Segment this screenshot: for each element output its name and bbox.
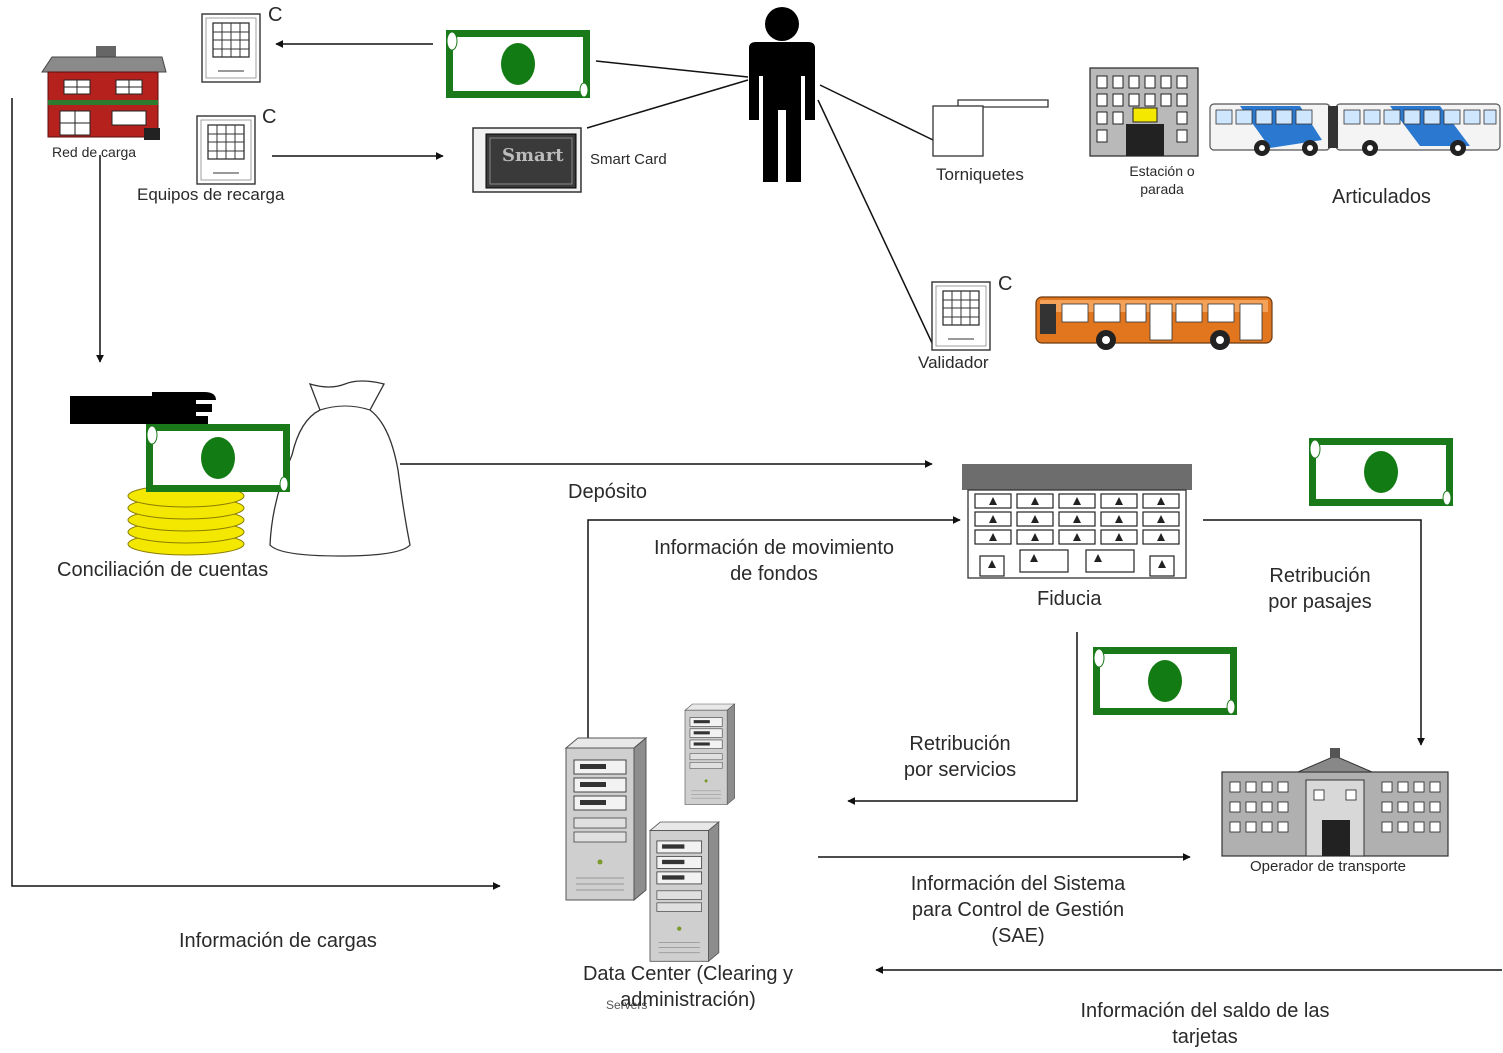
arrow-retribucion-pasajes — [1203, 519, 1425, 746]
line-money-to-user — [595, 60, 749, 78]
line-card-to-user — [586, 79, 749, 129]
recharge-terminal-top-icon — [201, 13, 261, 83]
reconciliation-icon — [70, 380, 411, 557]
label-fiducia: Fiducia — [1037, 588, 1102, 610]
line-user-to-turnstile — [819, 84, 934, 141]
label-info-saldo: Información del saldo de las tarjetas — [1080, 1000, 1330, 1048]
label-info-cargas: Información de cargas — [179, 930, 377, 952]
money-bag-icon — [269, 380, 411, 557]
label-deposito: Depósito — [568, 481, 647, 503]
feeder-bus-icon — [1035, 296, 1273, 350]
label-retribucion-servicios: Retribución por servicios — [903, 733, 1017, 781]
label-terminal-c-validator: C — [998, 273, 1013, 295]
money-bill-servicios-icon — [1092, 646, 1238, 716]
arrow-info-movimiento — [587, 516, 961, 738]
label-terminal-c-bottom: C — [262, 106, 277, 128]
articulated-bus-icon — [1209, 103, 1501, 156]
label-red-de-carga: Red de carga — [52, 144, 137, 160]
server-tower-front-icon — [649, 821, 720, 962]
validator-terminal-icon — [931, 281, 991, 351]
recharge-store-icon — [41, 46, 167, 140]
label-operador: Operador de transporte — [1250, 858, 1406, 875]
turnstile-icon — [932, 99, 1049, 157]
money-bill-pasajes-icon — [1308, 437, 1454, 507]
server-tower-back-icon — [684, 703, 735, 805]
label-terminal-c-top: C — [268, 4, 283, 26]
label-info-sistema: Información del Sistema para Control de … — [910, 873, 1126, 947]
server-tower-left-icon — [565, 737, 647, 901]
money-bill-user-icon — [445, 29, 591, 99]
flow-arrows — [11, 40, 1502, 974]
smart-card-icon — [472, 127, 582, 193]
user-person-icon — [749, 7, 815, 182]
label-estacion: Estación o parada — [1129, 163, 1195, 198]
label-retribucion-pasajes: Retribución por pasajes — [1268, 565, 1372, 613]
label-torniquetes: Torniquetes — [936, 165, 1024, 184]
transport-operator-building-icon — [1221, 748, 1449, 857]
line-user-to-validator — [817, 99, 934, 346]
label-data-center: Data Center (Clearing y administración) — [582, 963, 794, 1011]
label-conciliacion: Conciliación de cuentas — [57, 559, 269, 581]
label-articulados: Articulados — [1332, 186, 1431, 208]
station-building-icon — [1089, 67, 1199, 157]
arrow-retribucion-servicios — [847, 632, 1078, 805]
recharge-terminal-bottom-icon — [196, 115, 256, 185]
smart-card-face-text: Smart — [502, 145, 564, 166]
label-equipos-de-recarga: Equipos de recarga — [137, 185, 285, 204]
arrow-info-cargas — [11, 98, 501, 890]
label-servers: Servers — [606, 998, 648, 1012]
label-smart-card: Smart Card — [590, 151, 667, 168]
coins-icon — [127, 484, 245, 556]
label-info-movimiento: Información de movimiento de fondos — [653, 537, 895, 585]
label-validador: Validador — [918, 353, 989, 372]
fiducia-building-icon — [962, 464, 1192, 579]
